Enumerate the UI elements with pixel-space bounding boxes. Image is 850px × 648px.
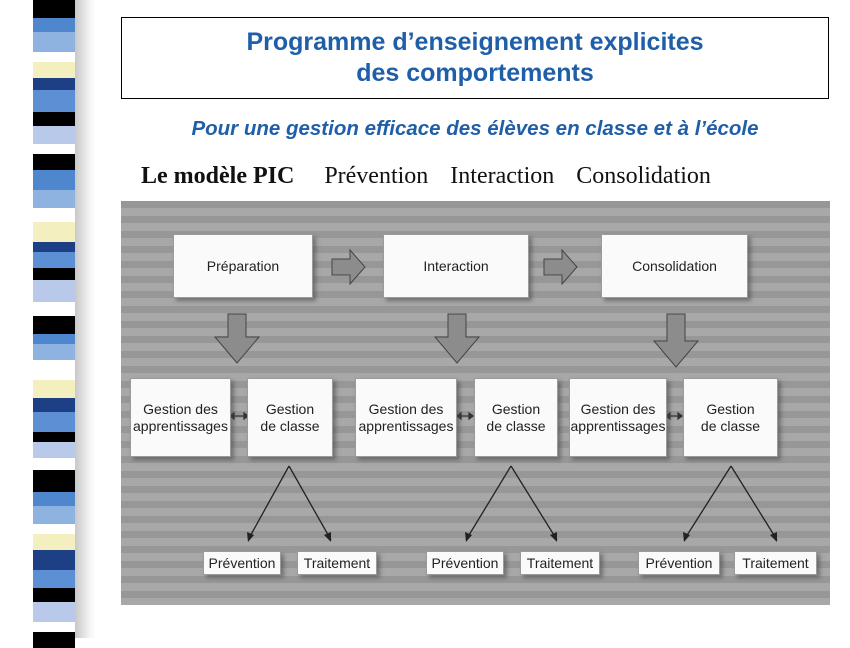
arrow-down-icon <box>213 313 261 364</box>
box-line: apprentissages <box>570 417 666 434</box>
stripe-band <box>33 398 75 412</box>
stripe-band <box>33 550 75 570</box>
box-line: Gestion des <box>143 400 218 417</box>
stripe-band <box>33 170 75 190</box>
stripe-band <box>33 144 75 154</box>
outcome-treatment: Traitement <box>734 551 817 575</box>
stripe-band <box>33 432 75 442</box>
stripe-band <box>33 126 75 144</box>
pic-model-figure: Préparation Interaction Consolidation Ge… <box>121 201 830 605</box>
stripe-band <box>33 360 75 380</box>
double-arrow-icon <box>456 411 474 421</box>
box-line: de classe <box>260 417 320 434</box>
box-line: Gestion des <box>580 400 656 417</box>
model-label: Le modèle PIC <box>141 163 295 189</box>
outcome-prevention: Prévention <box>203 551 281 575</box>
stripe-band <box>33 302 75 316</box>
stripe-band <box>33 632 75 648</box>
stripe-band <box>33 442 75 458</box>
branch-arrowheads <box>247 532 777 542</box>
stripe-band <box>33 252 75 268</box>
stripe-band <box>33 506 75 524</box>
stripe-band <box>33 52 75 62</box>
stripe-band <box>33 458 75 470</box>
diagram-arrows <box>213 248 778 542</box>
stripe-band <box>33 316 75 334</box>
arrow-down-icon <box>652 313 700 368</box>
stripe-band <box>33 588 75 602</box>
stripe-band <box>33 78 75 90</box>
stripe-band <box>33 208 75 222</box>
stripe-band <box>33 412 75 432</box>
arrow-right-icon <box>543 248 578 286</box>
stage-consolidation: Consolidation <box>601 234 748 298</box>
outcome-prevention: Prévention <box>426 551 504 575</box>
stripe-band <box>33 380 75 398</box>
stripe-bands <box>33 0 75 648</box>
stripe-band <box>33 154 75 170</box>
branch-lines <box>247 465 778 541</box>
group2-learning-management: Gestion des apprentissages <box>355 378 457 457</box>
title-line-1: Programme d’enseignement explicites <box>246 28 704 56</box>
stripe-band <box>33 622 75 632</box>
stripe-band <box>33 492 75 506</box>
double-arrow-icon <box>229 411 249 421</box>
model-line: Le modèle PIC Prévention Interaction Consol… <box>141 163 711 190</box>
stripe-band <box>33 534 75 550</box>
stripe-band <box>33 112 75 126</box>
box-line: Gestion <box>265 400 315 417</box>
model-term-prevention: Prévention <box>324 163 429 189</box>
stripe-band <box>33 524 75 534</box>
arrow-right-icon <box>331 248 366 286</box>
stripe-band <box>33 280 75 302</box>
group2-class-management: Gestion de classe <box>474 378 558 457</box>
decorative-stripes <box>0 0 96 648</box>
stripe-band <box>33 0 75 18</box>
outcome-treatment: Traitement <box>297 551 377 575</box>
model-term-interaction: Interaction <box>450 163 555 189</box>
box-line: Gestion <box>491 400 541 417</box>
subtitle: Pour une gestion efficace des élèves en … <box>191 117 759 140</box>
group3-class-management: Gestion de classe <box>683 378 778 457</box>
group3-learning-management: Gestion des apprentissages <box>569 378 667 457</box>
stripe-band <box>33 602 75 622</box>
stripe-band <box>33 32 75 52</box>
box-line: apprentissages <box>358 417 454 434</box>
stripe-band <box>33 570 75 588</box>
stripe-band <box>33 470 75 492</box>
stripe-band <box>33 190 75 208</box>
stripe-shadow <box>75 0 96 638</box>
box-line: Gestion <box>706 400 755 417</box>
stripe-band <box>33 18 75 32</box>
outcome-prevention: Prévention <box>638 551 720 575</box>
outcome-treatment: Traitement <box>520 551 600 575</box>
box-line: apprentissages <box>133 417 228 434</box>
box-line: Gestion des <box>368 400 444 417</box>
box-line: de classe <box>700 417 761 434</box>
title-line-2: des comportements <box>356 59 594 87</box>
title-box: Programme d’enseignement explicites des … <box>121 17 829 99</box>
group1-class-management: Gestion de classe <box>247 378 333 457</box>
stripe-band <box>33 242 75 252</box>
stripe-band <box>33 90 75 112</box>
stage-interaction: Interaction <box>383 234 529 298</box>
stripe-band <box>33 222 75 242</box>
model-term-consolidation: Consolidation <box>576 163 711 189</box>
stripe-band <box>33 268 75 280</box>
stripe-band <box>33 62 75 78</box>
arrow-down-icon <box>433 313 481 364</box>
group1-learning-management: Gestion des apprentissages <box>130 378 231 457</box>
stripe-band <box>33 334 75 344</box>
box-line: de classe <box>486 417 546 434</box>
stage-preparation: Préparation <box>173 234 313 298</box>
double-arrow-icon <box>665 411 683 421</box>
stripe-band <box>33 344 75 360</box>
